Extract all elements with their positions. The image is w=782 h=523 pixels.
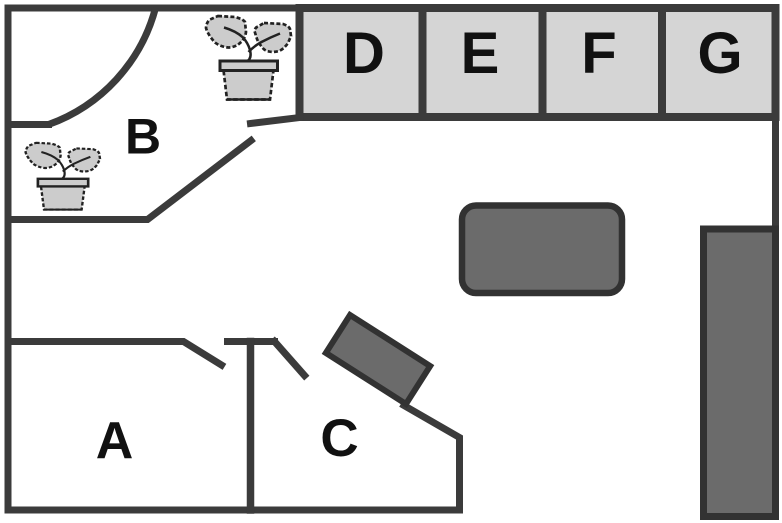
svg-text:B: B [125, 109, 161, 165]
svg-text:C: C [320, 409, 358, 468]
svg-text:A: A [96, 412, 134, 470]
svg-text:E: E [461, 21, 500, 86]
svg-text:G: G [697, 21, 742, 86]
svg-text:D: D [343, 21, 385, 86]
svg-text:F: F [581, 21, 616, 86]
